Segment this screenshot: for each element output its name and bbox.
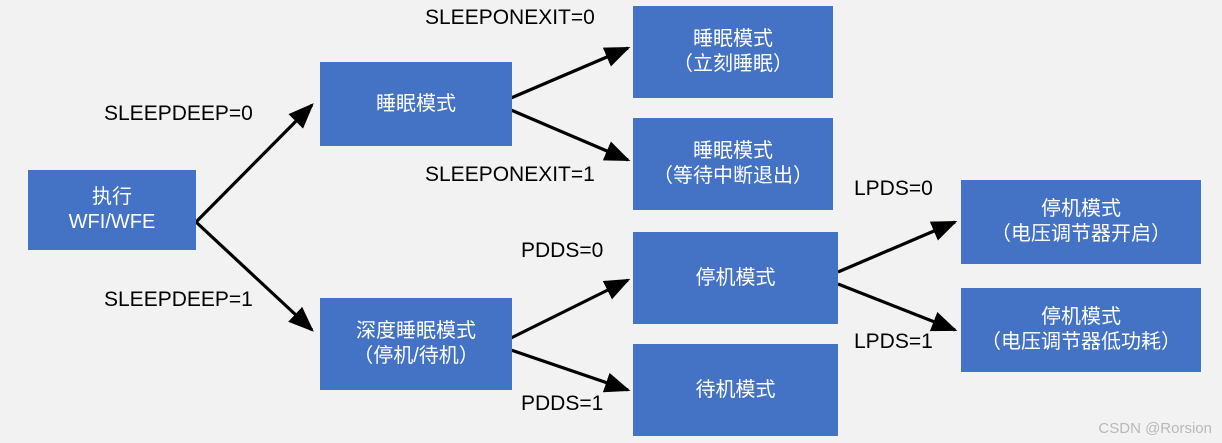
node-stop-regulator-lowpower-line-1: （电压调节器低功耗） — [981, 331, 1181, 353]
edge-label-pdds1: PDDS=1 — [521, 392, 604, 415]
edge-stop-to-regon — [837, 220, 958, 274]
edge-exec-to-sleep — [194, 103, 314, 224]
edge-deepsleep-to-standby — [510, 348, 631, 393]
node-deepsleep-line-0: 深度睡眠模式 — [356, 320, 476, 342]
edge-deepsleep-to-stop — [510, 278, 631, 340]
edge-label-pdds0: PDDS=0 — [521, 239, 604, 262]
node-sleep-wait-irq-line-1: （等待中断退出） — [653, 165, 813, 187]
node-deepsleep: 深度睡眠模式 （停机/待机） — [320, 298, 512, 390]
edge-label-sleepdeep1: SLEEPDEEP=1 — [104, 288, 253, 311]
node-standby: 待机模式 — [633, 344, 838, 436]
edge-label-sleeponexit0: SLEEPONEXIT=0 — [425, 6, 595, 29]
node-sleep-line-0: 睡眠模式 — [376, 92, 456, 115]
node-stop-line-0: 停机模式 — [695, 266, 776, 289]
edge-label-lpds1: LPDS=1 — [854, 330, 933, 353]
edge-stop-to-reglp — [837, 282, 958, 332]
node-exec-line-0: 执行 — [92, 186, 132, 208]
edge-sleep-to-sleepnow — [510, 46, 631, 100]
node-stop: 停机模式 — [633, 232, 838, 324]
node-sleep-immediate-line-0: 睡眠模式 — [693, 28, 773, 50]
node-sleep-immediate-line-1: （立刻睡眠） — [673, 53, 793, 75]
edge-label-sleepdeep0: SLEEPDEEP=0 — [104, 102, 253, 125]
edge-label-lpds0: LPDS=0 — [854, 177, 933, 200]
node-stop-regulator-on-line-1: （电压调节器开启） — [991, 223, 1171, 245]
node-stop-regulator-lowpower-line-0: 停机模式 — [1041, 306, 1121, 328]
node-stop-regulator-lowpower: 停机模式 （电压调节器低功耗） — [961, 288, 1201, 372]
node-exec: 执行 WFI/WFE — [28, 170, 196, 250]
node-sleep-wait-irq: 睡眠模式 （等待中断退出） — [633, 118, 833, 210]
node-stop-regulator-on: 停机模式 （电压调节器开启） — [961, 180, 1201, 264]
watermark: CSDN @Rorsion — [1098, 420, 1212, 437]
node-sleep-immediate: 睡眠模式 （立刻睡眠） — [633, 6, 833, 98]
node-exec-line-1: WFI/WFE — [68, 211, 156, 233]
edge-exec-to-deepsleep — [194, 220, 314, 332]
edge-label-sleeponexit1: SLEEPONEXIT=1 — [425, 163, 595, 186]
node-stop-regulator-on-line-0: 停机模式 — [1041, 198, 1121, 220]
edge-sleep-to-sleepexit — [510, 108, 631, 162]
node-sleep: 睡眠模式 — [320, 62, 512, 146]
node-sleep-wait-irq-line-0: 睡眠模式 — [693, 140, 773, 162]
node-standby-line-0: 待机模式 — [695, 378, 776, 401]
node-deepsleep-line-1: （停机/待机） — [353, 345, 479, 367]
